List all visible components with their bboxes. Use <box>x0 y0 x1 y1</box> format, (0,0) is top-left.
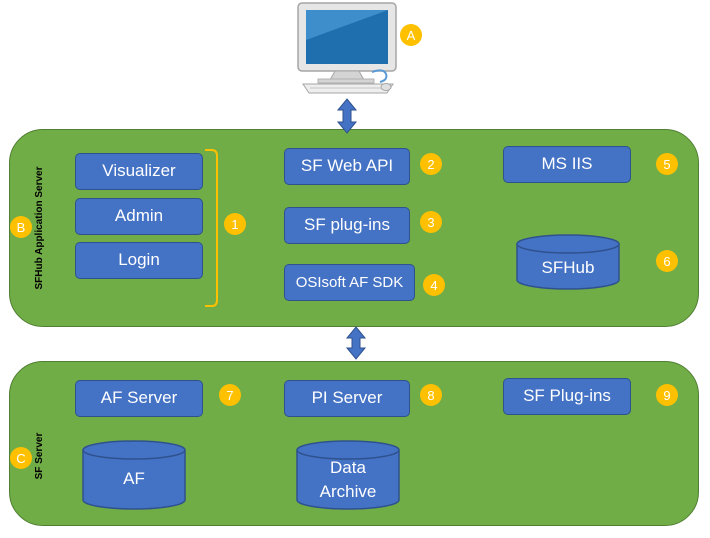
badge-af-sdk: 4 <box>423 274 445 296</box>
badge-ms-iis: 5 <box>656 153 678 175</box>
af-database-icon <box>82 440 186 510</box>
double-arrow-icon <box>345 326 367 360</box>
badge-web-api: 2 <box>420 153 442 175</box>
osisoft-af-sdk-box: OSIsoft AF SDK <box>284 264 415 301</box>
data-archive-line2: Archive <box>319 482 377 501</box>
af-database-label: AF <box>123 469 145 489</box>
data-archive-database-label: Data Archive <box>297 455 399 505</box>
badge-computer: A <box>400 24 422 46</box>
badge-af-server: 7 <box>219 384 241 406</box>
badge-sf-plugins-server: 9 <box>656 384 678 406</box>
badge-app-server: B <box>10 216 32 238</box>
group-bracket <box>205 149 218 307</box>
af-server-box: AF Server <box>75 380 203 417</box>
badge-ui-group: 1 <box>224 213 246 235</box>
badge-plugins: 3 <box>420 211 442 233</box>
data-archive-line1: Data <box>330 458 366 478</box>
sfhub-database-label: SFHub <box>541 258 595 278</box>
data-archive-database-icon <box>296 440 400 510</box>
sf-web-api-box: SF Web API <box>284 148 410 185</box>
badge-sfhub-db: 6 <box>656 250 678 272</box>
sfhub-database-icon <box>516 234 620 290</box>
admin-box: Admin <box>75 198 203 235</box>
visualizer-box: Visualizer <box>75 153 203 190</box>
ms-iis-box: MS IIS <box>503 146 631 183</box>
badge-pi-server: 8 <box>420 384 442 406</box>
pi-server-box: PI Server <box>284 380 410 417</box>
login-box: Login <box>75 242 203 279</box>
sf-plugins-box: SF plug-ins <box>284 207 410 244</box>
sf-plugins-server-box: SF Plug-ins <box>503 378 631 415</box>
badge-sf-server: C <box>10 447 32 469</box>
double-arrow-icon <box>336 98 358 134</box>
desktop-computer-icon <box>297 2 397 94</box>
